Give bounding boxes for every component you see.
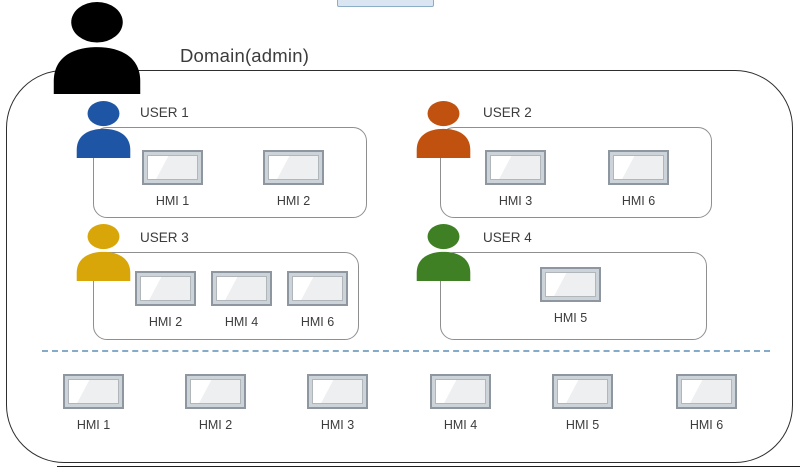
hmi-device-icon [540, 267, 601, 302]
hmi-label: HMI 3 [498, 194, 533, 208]
hmi-screen [490, 155, 541, 180]
hmi-label: HMI 6 [621, 194, 656, 208]
user1-label: USER 1 [140, 105, 189, 120]
admin-person-icon [53, 2, 141, 94]
hmi-device-icon [287, 271, 348, 306]
hmi-screen [68, 379, 119, 404]
hmi-label: HMI 3 [320, 418, 355, 432]
hmi-cell: HMI 5 [552, 374, 613, 432]
hmi-screen [545, 272, 596, 297]
user3-label: USER 3 [140, 230, 189, 245]
hmi-label: HMI 6 [300, 315, 335, 329]
hmi-cell: HMI 6 [676, 374, 737, 432]
hmi-cell: HMI 1 [142, 150, 203, 208]
hmi-label: HMI 5 [553, 311, 588, 325]
hmi-cell: HMI 4 [211, 271, 272, 329]
hmi-cell: HMI 3 [307, 374, 368, 432]
hmi-label: HMI 4 [443, 418, 478, 432]
hmi-label: HMI 4 [224, 315, 259, 329]
hmi-label: HMI 2 [198, 418, 233, 432]
user2-person-icon [416, 101, 471, 158]
hmi-cell: HMI 6 [608, 150, 669, 208]
hmi-label: HMI 5 [565, 418, 600, 432]
hmi-cell: HMI 2 [263, 150, 324, 208]
domain-label: Domain(admin) [180, 45, 310, 66]
hmi-device-icon [608, 150, 669, 185]
hmi-cell: HMI 6 [287, 271, 348, 329]
hmi-device-icon [485, 150, 546, 185]
hmi-label: HMI 2 [276, 194, 311, 208]
hmi-cell: HMI 4 [430, 374, 491, 432]
hmi-cell: HMI 3 [485, 150, 546, 208]
hmi-screen [190, 379, 241, 404]
user3-person-icon [76, 224, 131, 281]
hmi-device-icon [552, 374, 613, 409]
hmi-screen [147, 155, 198, 180]
hmi-device-icon [211, 271, 272, 306]
hmi-device-icon [63, 374, 124, 409]
hmi-device-icon [307, 374, 368, 409]
hmi-screen [292, 276, 343, 301]
user4-person-icon [416, 224, 471, 281]
hmi-device-icon [430, 374, 491, 409]
hmi-screen [435, 379, 486, 404]
bottom-cropped-line [57, 466, 800, 467]
hmi-screen [216, 276, 267, 301]
hmi-screen [557, 379, 608, 404]
hmi-screen [140, 276, 191, 301]
hmi-device-icon [185, 374, 246, 409]
hmi-label: HMI 1 [76, 418, 111, 432]
hmi-screen [613, 155, 664, 180]
hmi-cell: HMI 5 [540, 267, 601, 325]
cropped-toolbar-button [337, 0, 434, 7]
hmi-device-icon [142, 150, 203, 185]
group-box-user2 [440, 127, 712, 218]
hmi-cell: HMI 2 [135, 271, 196, 329]
hmi-device-icon [676, 374, 737, 409]
hmi-cell: HMI 2 [185, 374, 246, 432]
user1-person-icon [76, 101, 131, 158]
group-box-user3 [93, 252, 359, 340]
user2-label: USER 2 [483, 105, 532, 120]
domain-boundary-box [6, 70, 793, 463]
hmi-device-icon [135, 271, 196, 306]
hmi-label: HMI 1 [155, 194, 190, 208]
hmi-label: HMI 2 [148, 315, 183, 329]
user4-label: USER 4 [483, 230, 532, 245]
group-box-user1 [93, 127, 367, 218]
pool-divider-dashed-line [42, 350, 770, 352]
hmi-screen [312, 379, 363, 404]
group-box-user4 [440, 252, 707, 340]
hmi-label: HMI 6 [689, 418, 724, 432]
hmi-screen [268, 155, 319, 180]
hmi-screen [681, 379, 732, 404]
hmi-device-icon [263, 150, 324, 185]
hmi-cell: HMI 1 [63, 374, 124, 432]
